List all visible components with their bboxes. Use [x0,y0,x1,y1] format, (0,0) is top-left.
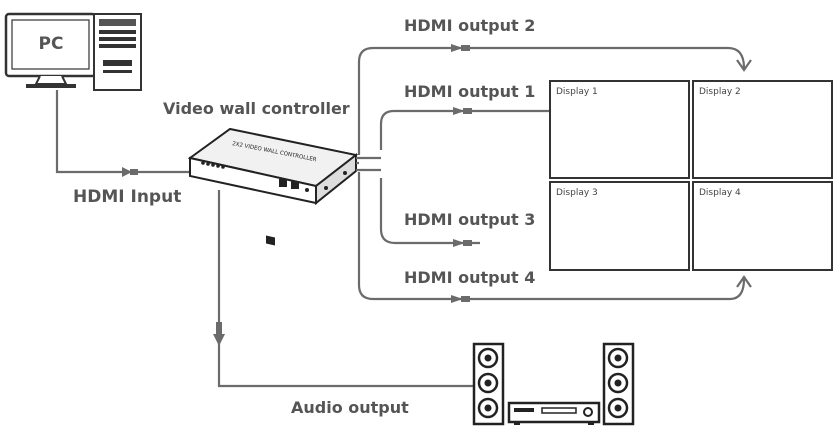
display-1 [549,80,690,179]
pc-label: PC [39,34,64,54]
hdmi-input-label: HDMI Input [73,187,181,207]
display-3-label: Display 3 [556,188,598,198]
hdmi-output-1-label: HDMI output 1 [404,82,535,101]
hdmi-input-line [55,90,192,177]
display-2-label: Display 2 [699,87,741,97]
audio-output-label: Audio output [291,398,409,417]
controller-title: Video wall controller [163,99,350,118]
speaker-right-icon [602,342,635,426]
amplifier-icon [507,401,601,425]
display-4 [692,181,833,271]
hdmi-output-3-label: HDMI output 3 [404,210,535,229]
display-1-label: Display 1 [556,87,598,97]
display-3 [549,181,690,271]
hdmi-output-4-label: HDMI output 4 [404,268,535,287]
speaker-left-icon [472,342,505,426]
display-wall [549,80,833,271]
hdmi-output-lines [356,44,752,303]
hdmi-output-2-label: HDMI output 2 [404,16,535,35]
video-wall-controller-device [187,127,359,246]
audio-output-line [213,190,474,388]
display-4-label: Display 4 [699,188,741,198]
pc-icon [4,12,142,91]
display-2 [692,80,833,179]
